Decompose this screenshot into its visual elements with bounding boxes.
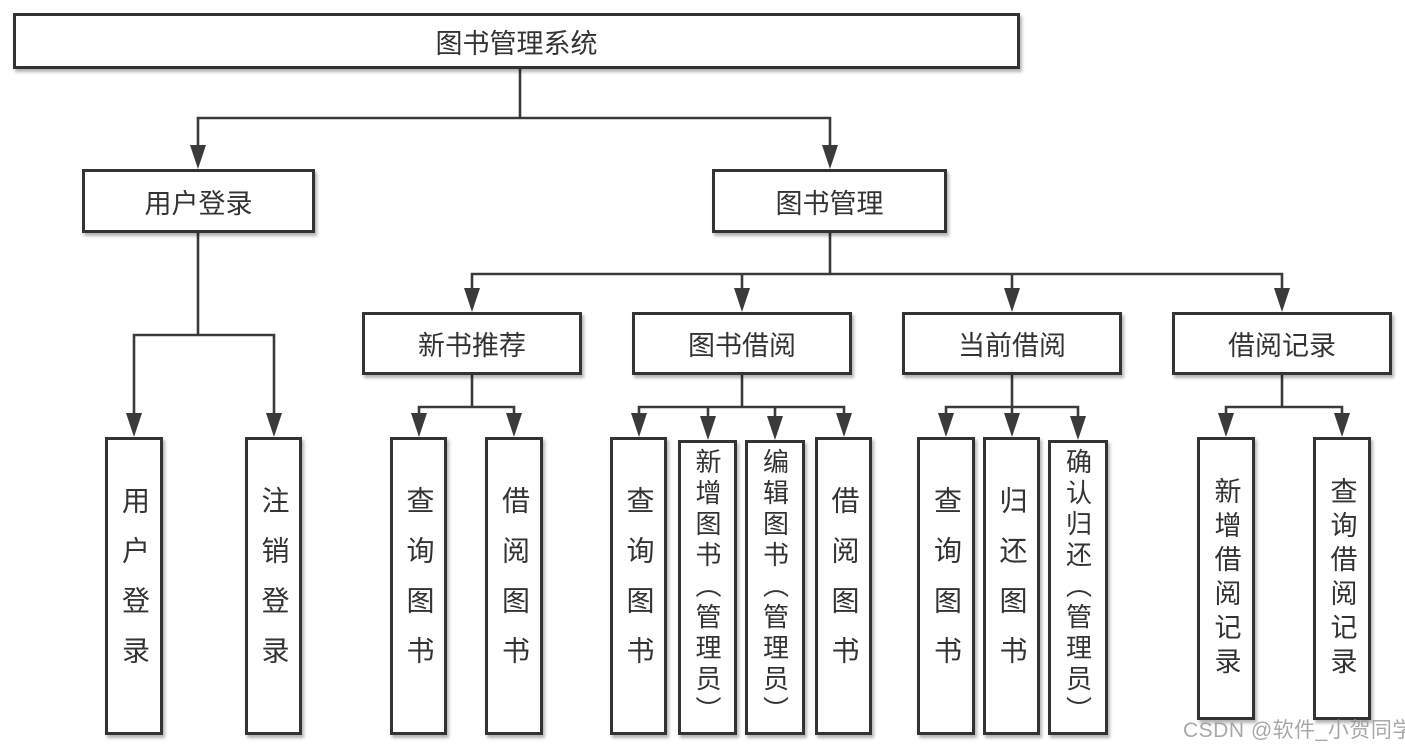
leaf-add-borrow-record: 新增借阅记录 <box>1197 437 1255 720</box>
leaf-user-login: 用户登录 <box>105 437 163 735</box>
leaf-borrow-books-recommend: 借阅图书 <box>485 437 543 735</box>
node-book-borrowing: 图书借阅 <box>632 312 852 375</box>
node-label: 图书管理系统 <box>435 28 598 59</box>
node-label: 查询图书 <box>403 486 435 686</box>
node-root-library-system: 图书管理系统 <box>13 13 1020 69</box>
leaf-return-books: 归还图书 <box>983 437 1040 735</box>
node-label: 归还图书 <box>996 486 1028 686</box>
node-current-borrowing: 当前借阅 <box>902 312 1122 375</box>
node-label: 图书借阅 <box>688 331 796 361</box>
node-label: 注销登录 <box>258 486 290 686</box>
node-label: 当前借阅 <box>958 331 1066 361</box>
node-label: 新书推荐 <box>418 331 526 361</box>
node-user-login: 用户登录 <box>82 169 315 233</box>
node-label: 查询借阅记录 <box>1326 476 1357 681</box>
node-label: 用户登录 <box>144 188 253 219</box>
node-label: 确认归还（管理员） <box>1062 448 1093 727</box>
node-label: 查询图书 <box>931 486 962 686</box>
leaf-borrow-books: 借阅图书 <box>815 437 872 735</box>
node-book-management: 图书管理 <box>712 169 947 233</box>
leaf-edit-books-admin: 编辑图书（管理员） <box>745 440 805 735</box>
node-label: 用户登录 <box>119 486 150 686</box>
node-new-book-recommendation: 新书推荐 <box>362 312 582 375</box>
leaf-search-books-current: 查询图书 <box>917 437 975 735</box>
leaf-confirm-return-admin: 确认归还（管理员） <box>1048 440 1108 735</box>
node-label: 查询图书 <box>623 486 655 686</box>
leaf-search-books-recommend: 查询图书 <box>390 437 447 735</box>
leaf-search-books-borrowing: 查询图书 <box>610 437 667 735</box>
leaf-add-books-admin: 新增图书（管理员） <box>678 440 737 735</box>
node-label: 新增借阅记录 <box>1210 476 1241 681</box>
node-label: 图书管理 <box>775 188 884 219</box>
node-label: 编辑图书（管理员） <box>759 448 790 727</box>
node-label: 借阅图书 <box>828 486 860 686</box>
leaf-logout: 注销登录 <box>245 437 302 735</box>
node-label: 借阅图书 <box>499 486 530 686</box>
node-label: 借阅记录 <box>1228 331 1336 361</box>
csdn-watermark: CSDN @软件_小贺同学 <box>1183 719 1405 742</box>
node-borrowing-records: 借阅记录 <box>1172 312 1392 375</box>
node-label: 新增图书（管理员） <box>692 448 722 727</box>
leaf-search-borrow-record: 查询借阅记录 <box>1313 437 1371 720</box>
